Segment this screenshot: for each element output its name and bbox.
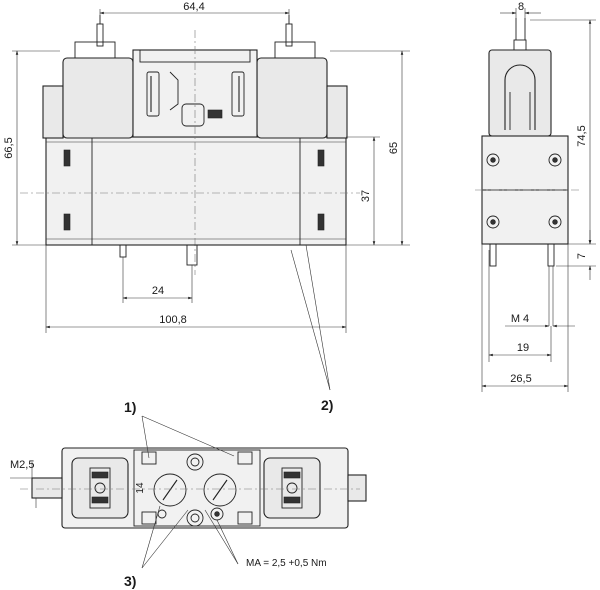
- dim-side-thread: M 4: [511, 313, 529, 325]
- torque-note: MA = 2,5 +0,5 Nm: [246, 558, 327, 569]
- dim-front-pin-spacing: 64,4: [183, 1, 204, 13]
- top-annotations: M2,5 1) 3) MA = 2,5 +0,5 Nm: [10, 399, 327, 589]
- side-view: [475, 18, 580, 326]
- dim-side-offset: 19: [517, 342, 529, 354]
- callout-2: 2): [321, 397, 333, 413]
- dim-top-thread: M2,5: [10, 459, 34, 471]
- dim-side-width: 26,5: [510, 373, 531, 385]
- front-dimensions: 64,4 66,5 65 37 24 100,8 2): [3, 1, 410, 413]
- dim-side-pin-width: 8: [518, 1, 524, 13]
- dim-front-total-height: 66,5: [3, 137, 15, 158]
- dim-front-length: 100,8: [159, 314, 187, 326]
- dim-front-body-height: 37: [360, 190, 372, 202]
- top-view: 14: [20, 447, 367, 529]
- dim-front-offset: 24: [152, 285, 164, 297]
- side-dimensions: 8 74,5 7 M 4 19 26,5: [481, 1, 596, 392]
- callout-1: 1): [124, 399, 136, 415]
- dim-front-height-65: 65: [388, 142, 400, 154]
- dim-side-height: 74,5: [576, 125, 588, 146]
- front-view: [20, 15, 360, 275]
- top-port-label: 14: [135, 482, 146, 494]
- dim-side-pin-length: 7: [576, 253, 588, 259]
- callout-3: 3): [124, 573, 136, 589]
